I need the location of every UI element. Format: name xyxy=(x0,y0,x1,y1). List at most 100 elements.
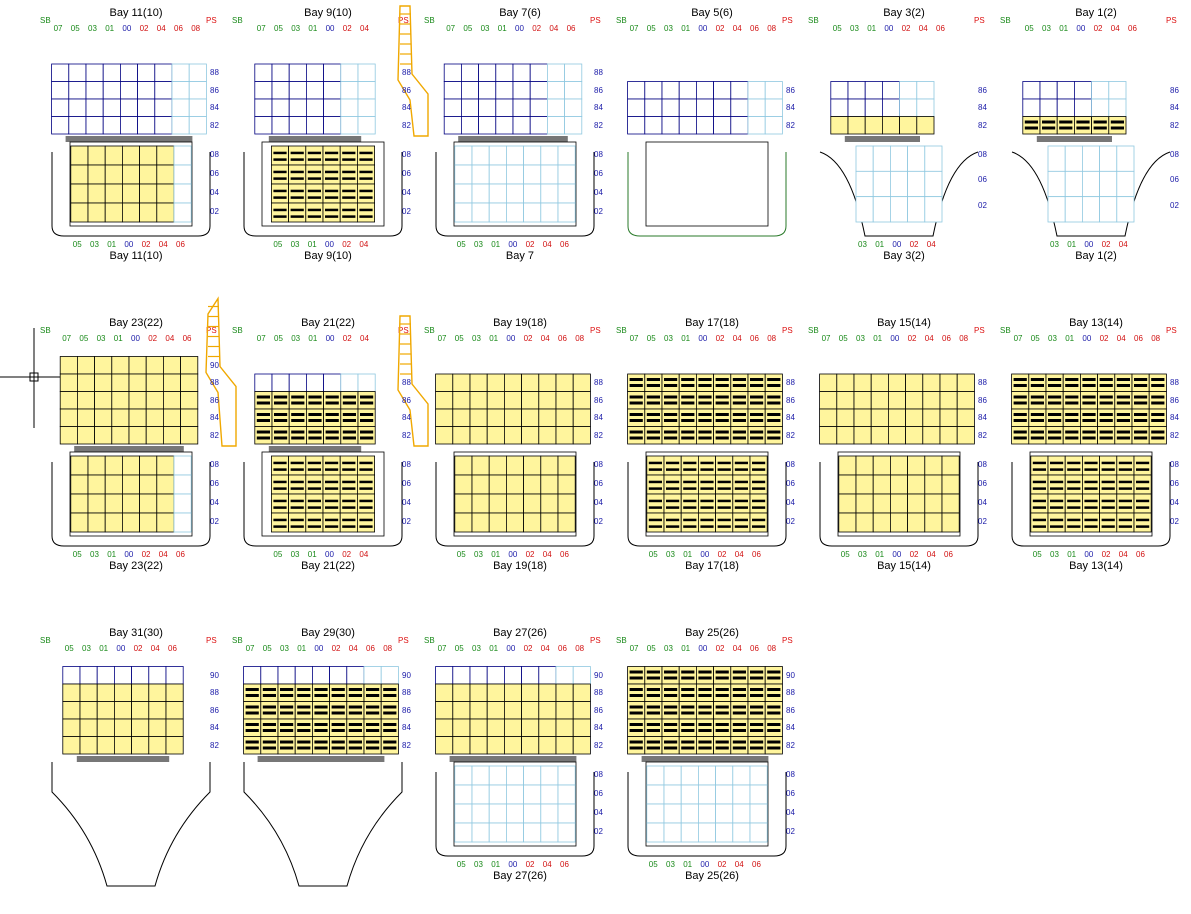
container-slot-filled[interactable] xyxy=(486,701,505,720)
container-slot-filled[interactable] xyxy=(819,408,838,427)
container-slot-empty[interactable] xyxy=(713,81,732,100)
hold-slot-empty[interactable] xyxy=(540,822,559,843)
container-slot-empty[interactable] xyxy=(443,116,462,135)
container-slot-filled[interactable] xyxy=(555,391,574,410)
container-slot-filled[interactable] xyxy=(870,391,889,410)
hold-slot-filled[interactable] xyxy=(471,474,490,495)
container-slot-filled[interactable] xyxy=(145,373,164,392)
container-slot-empty[interactable] xyxy=(461,63,480,82)
hold-slot-filled[interactable] xyxy=(872,455,891,476)
hold-slot-empty[interactable] xyxy=(540,765,559,786)
hold-slot-filled[interactable] xyxy=(749,455,768,476)
container-slot-empty[interactable] xyxy=(306,98,325,117)
container-slot-empty[interactable] xyxy=(171,116,190,135)
hold-slot-filled[interactable] xyxy=(1030,493,1049,514)
hold-slot-empty[interactable] xyxy=(506,202,525,223)
hold-slot-filled[interactable] xyxy=(838,512,857,533)
hold-slot-empty[interactable] xyxy=(872,145,891,172)
container-slot-filled[interactable] xyxy=(469,373,488,392)
hold-slot-filled[interactable] xyxy=(305,474,324,495)
hold-slot-filled[interactable] xyxy=(271,145,290,166)
container-slot-filled[interactable] xyxy=(79,718,98,737)
container-slot-filled[interactable] xyxy=(939,408,958,427)
hold-slot-filled[interactable] xyxy=(70,164,89,185)
container-slot-filled[interactable] xyxy=(77,391,96,410)
hold-slot-empty[interactable] xyxy=(1099,170,1118,198)
bay-drawing[interactable] xyxy=(424,624,616,914)
container-slot-empty[interactable] xyxy=(461,81,480,100)
container-slot-filled[interactable] xyxy=(363,718,382,737)
container-slot-filled[interactable] xyxy=(1045,373,1064,392)
container-slot-filled[interactable] xyxy=(538,701,557,720)
hold-slot-empty[interactable] xyxy=(557,765,576,786)
container-slot-filled[interactable] xyxy=(730,666,749,685)
container-slot-filled[interactable] xyxy=(504,373,523,392)
container-slot-filled[interactable] xyxy=(644,701,663,720)
hold-slot-filled[interactable] xyxy=(139,183,158,204)
container-slot-filled[interactable] xyxy=(747,426,766,445)
container-slot-empty[interactable] xyxy=(243,666,262,685)
container-slot-filled[interactable] xyxy=(96,718,115,737)
container-slot-empty[interactable] xyxy=(495,81,514,100)
container-slot-filled[interactable] xyxy=(243,683,262,702)
container-slot-filled[interactable] xyxy=(294,683,313,702)
container-slot-filled[interactable] xyxy=(888,391,907,410)
hold-slot-filled[interactable] xyxy=(663,493,682,514)
container-slot-filled[interactable] xyxy=(435,373,454,392)
hold-slot-filled[interactable] xyxy=(139,455,158,476)
container-slot-filled[interactable] xyxy=(486,391,505,410)
container-slot-empty[interactable] xyxy=(154,63,173,82)
container-slot-filled[interactable] xyxy=(486,736,505,755)
hold-slot-filled[interactable] xyxy=(838,493,857,514)
container-slot-filled[interactable] xyxy=(730,391,749,410)
container-slot-filled[interactable] xyxy=(730,426,749,445)
container-slot-empty[interactable] xyxy=(51,63,70,82)
hold-slot-filled[interactable] xyxy=(698,474,717,495)
hold-slot-empty[interactable] xyxy=(173,183,192,204)
hold-slot-empty[interactable] xyxy=(471,202,490,223)
container-slot-filled[interactable] xyxy=(888,373,907,392)
container-slot-filled[interactable] xyxy=(452,683,471,702)
hold-slot-filled[interactable] xyxy=(838,474,857,495)
container-slot-empty[interactable] xyxy=(254,373,273,392)
container-slot-filled[interactable] xyxy=(538,736,557,755)
hold-slot-filled[interactable] xyxy=(715,512,734,533)
container-slot-empty[interactable] xyxy=(171,81,190,100)
hold-slot-empty[interactable] xyxy=(890,145,909,172)
container-slot-filled[interactable] xyxy=(696,666,715,685)
container-slot-empty[interactable] xyxy=(1056,98,1075,117)
container-slot-filled[interactable] xyxy=(180,408,199,427)
container-slot-empty[interactable] xyxy=(529,98,548,117)
container-slot-filled[interactable] xyxy=(469,426,488,445)
container-slot-filled[interactable] xyxy=(62,683,81,702)
container-slot-filled[interactable] xyxy=(435,391,454,410)
container-slot-filled[interactable] xyxy=(696,408,715,427)
container-slot-filled[interactable] xyxy=(678,718,697,737)
container-slot-empty[interactable] xyxy=(1056,81,1075,100)
hold-slot-filled[interactable] xyxy=(924,474,943,495)
container-slot-filled[interactable] xyxy=(145,356,164,375)
container-slot-filled[interactable] xyxy=(1091,116,1110,135)
container-slot-empty[interactable] xyxy=(864,81,883,100)
hold-slot-empty[interactable] xyxy=(471,183,490,204)
container-slot-filled[interactable] xyxy=(916,116,935,135)
hold-slot-filled[interactable] xyxy=(471,512,490,533)
hold-slot-filled[interactable] xyxy=(339,145,358,166)
container-slot-filled[interactable] xyxy=(435,701,454,720)
container-slot-filled[interactable] xyxy=(713,736,732,755)
container-slot-filled[interactable] xyxy=(165,683,184,702)
container-slot-filled[interactable] xyxy=(94,426,113,445)
hold-slot-empty[interactable] xyxy=(715,803,734,824)
container-slot-filled[interactable] xyxy=(922,408,941,427)
container-slot-filled[interactable] xyxy=(627,718,646,737)
container-slot-filled[interactable] xyxy=(452,736,471,755)
hold-slot-filled[interactable] xyxy=(488,493,507,514)
container-slot-empty[interactable] xyxy=(512,81,531,100)
container-slot-filled[interactable] xyxy=(260,701,279,720)
hold-slot-empty[interactable] xyxy=(523,784,542,805)
hold-slot-empty[interactable] xyxy=(698,822,717,843)
container-slot-empty[interactable] xyxy=(547,63,566,82)
container-slot-filled[interactable] xyxy=(956,426,975,445)
hold-slot-filled[interactable] xyxy=(540,493,559,514)
